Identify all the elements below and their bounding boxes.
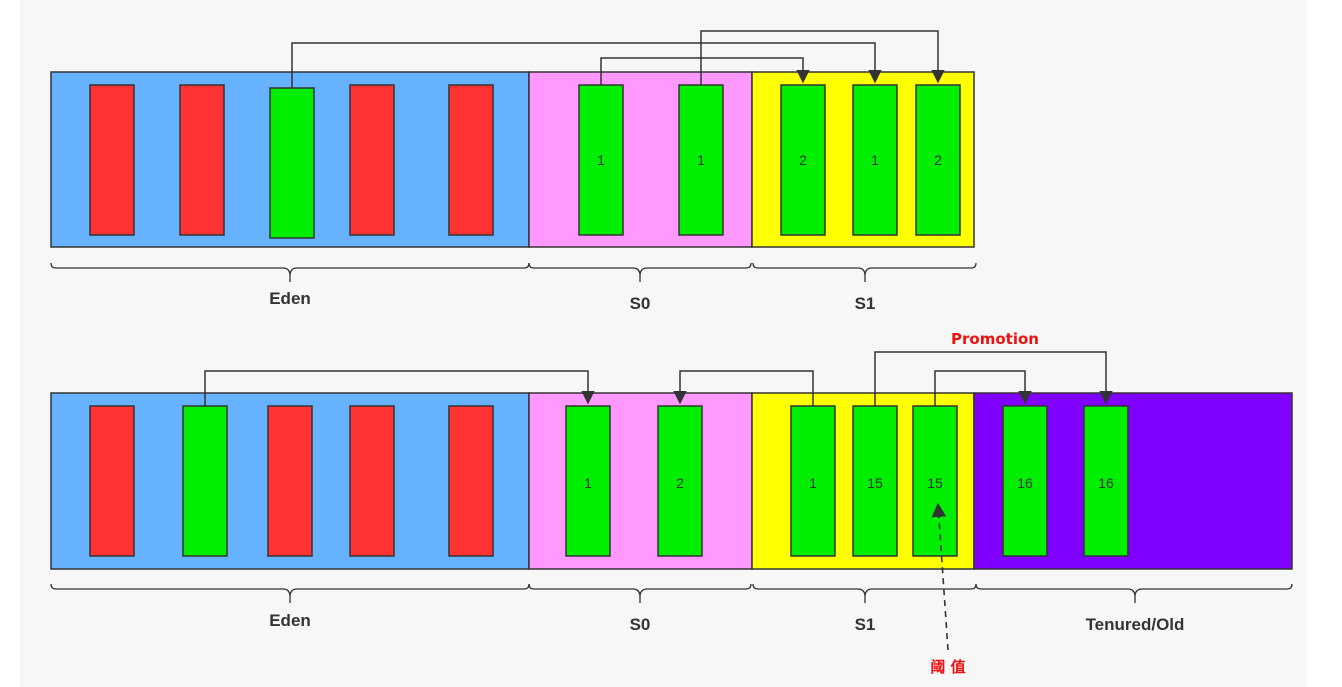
bottom-s0-object: [657, 405, 703, 557]
bottom-promotion-arrow: [874, 351, 1113, 406]
top-copy-arrow-eden-to-s1: [291, 42, 882, 88]
top-diagram: 1 1 2 1 2 Eden S0 S1: [50, 30, 977, 313]
bottom-eden-dead-object: [448, 405, 494, 557]
bottom-tenured-brace: [975, 583, 1293, 603]
threshold-label: 阈 值: [930, 658, 965, 676]
bottom-s1-brace: [752, 583, 977, 603]
bottom-eden-dead-object: [89, 405, 135, 557]
promotion-label: Promotion: [951, 330, 1039, 348]
top-s0-object: [678, 84, 724, 236]
bottom-s1-label: S1: [855, 615, 876, 634]
bottom-tenured-object-age: 16: [1098, 475, 1114, 491]
top-eden-brace: [50, 262, 530, 282]
top-eden-live-object: [269, 87, 315, 239]
bottom-s0-label: S0: [630, 615, 651, 634]
threshold-arrow: [931, 502, 949, 651]
top-s0-object: [578, 84, 624, 236]
bottom-s1-object: [912, 405, 958, 557]
top-s1-object-age: 2: [799, 152, 807, 168]
bottom-tenured-object: [1083, 405, 1129, 557]
bottom-s0-object: [565, 405, 611, 557]
bottom-s1-object: [790, 405, 836, 557]
bottom-eden-brace: [50, 583, 530, 603]
bottom-tenured-label: Tenured/Old: [1086, 615, 1185, 634]
bottom-s1-object-age: 15: [927, 475, 943, 491]
bottom-s0-brace: [528, 583, 752, 603]
top-s1-object: [915, 84, 961, 236]
bottom-eden-dead-object: [267, 405, 313, 557]
top-s1-label: S1: [855, 294, 876, 313]
top-eden-label: Eden: [269, 289, 311, 308]
bottom-s1-object: [852, 405, 898, 557]
top-eden-dead-object: [179, 84, 225, 236]
top-s0-label: S0: [630, 294, 651, 313]
top-eden-dead-object: [89, 84, 135, 236]
bottom-s0-region: [528, 392, 753, 570]
top-copy-arrow-s0-to-s1: [600, 57, 810, 85]
top-s0-object-age: 1: [597, 152, 605, 168]
top-s1-object: [852, 84, 898, 236]
top-eden-dead-object: [349, 84, 395, 236]
top-eden-dead-object: [448, 84, 494, 236]
bottom-tenured-object-age: 16: [1017, 475, 1033, 491]
top-s0-object-age: 1: [697, 152, 705, 168]
bottom-copy-arrow-eden-to-s0: [204, 370, 595, 406]
bottom-eden-label: Eden: [269, 611, 311, 630]
bottom-eden-live-object: [182, 405, 228, 557]
bottom-s0-object-age: 1: [584, 475, 592, 491]
top-s1-object-age: 1: [871, 152, 879, 168]
bottom-s1-object-age: 1: [809, 475, 817, 491]
bottom-eden-dead-object: [349, 405, 395, 557]
bottom-tenured-object: [1002, 405, 1048, 557]
top-s1-object-age: 2: [934, 152, 942, 168]
top-s0-brace: [528, 262, 752, 282]
bottom-s1-object-age: 15: [867, 475, 883, 491]
bottom-diagram: 1 2 1 15 15 16 16 Promotion: [50, 330, 1293, 676]
bottom-s0-object-age: 2: [676, 475, 684, 491]
bottom-copy-arrow-s1-to-s0: [673, 370, 814, 406]
top-s1-brace: [752, 262, 977, 282]
bottom-promotion-arrow: [934, 370, 1032, 406]
top-s1-object: [780, 84, 826, 236]
